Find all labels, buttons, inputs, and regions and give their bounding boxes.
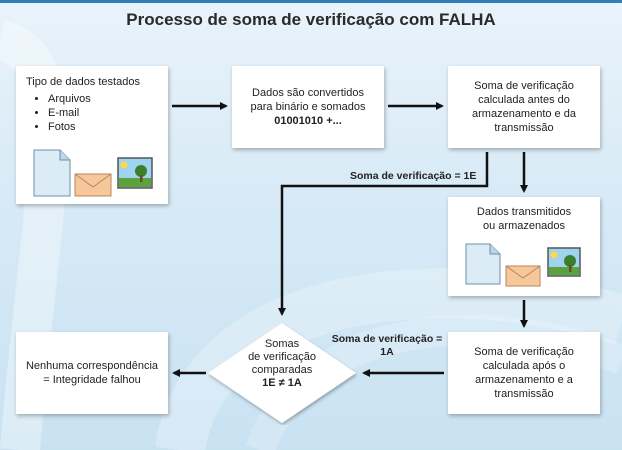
transmitted-line: ou armazenados bbox=[483, 220, 565, 232]
data-type-item: Arquivos bbox=[48, 92, 91, 106]
checksum-after-line: Soma de verificação bbox=[474, 346, 574, 358]
arrow-before-to-diamond bbox=[278, 152, 489, 316]
result-line: Nenhuma correspondência bbox=[25, 360, 159, 372]
document-icon bbox=[33, 149, 71, 197]
page-title: Processo de soma de verificação com FALH… bbox=[126, 10, 496, 29]
compare-diamond bbox=[208, 323, 356, 423]
checksum-1a-label: Soma de verificação = 1A bbox=[328, 333, 446, 359]
checksum-before-line: calculada antes do bbox=[478, 94, 570, 106]
data-type-item: Fotos bbox=[48, 120, 91, 134]
checksum-after-line: armazenamento e a bbox=[475, 374, 573, 386]
document-icon bbox=[465, 243, 501, 285]
checksum-before-line: Soma de verificação bbox=[474, 80, 574, 92]
checksum-before-line: armazenamento e da bbox=[472, 108, 576, 120]
result-line: = Integridade falhou bbox=[43, 374, 141, 386]
top-accent-bar bbox=[0, 0, 622, 3]
checksum-1a-value: 1A bbox=[380, 346, 394, 358]
transmitted-line: Dados transmitidos bbox=[476, 206, 572, 218]
photo-icon bbox=[547, 247, 581, 277]
checksum-before-line: transmissão bbox=[494, 122, 554, 134]
checksum-before-box: Soma de verificação calculada antes do a… bbox=[448, 66, 600, 148]
checksum-after-line: transmissão bbox=[494, 388, 554, 400]
checksum-after-line: calculada após o bbox=[482, 360, 566, 372]
binary-sum: 01001010 +... bbox=[274, 115, 342, 127]
compare-line: Somas bbox=[264, 338, 300, 350]
data-types-icons bbox=[33, 149, 153, 197]
data-types-list: Arquivos E-mail Fotos bbox=[26, 92, 91, 134]
checksum-1e-label: Soma de verificação = 1E bbox=[350, 170, 477, 182]
data-type-item: E-mail bbox=[48, 106, 91, 120]
convert-box: Dados são convertidos para binário e som… bbox=[232, 66, 384, 148]
convert-text-line: Dados são convertidos bbox=[252, 87, 364, 99]
envelope-icon bbox=[505, 265, 541, 287]
data-types-heading: Tipo de dados testados bbox=[26, 76, 140, 88]
compare-result: 1E ≠ 1A bbox=[262, 377, 302, 389]
transmitted-icons bbox=[465, 243, 581, 287]
checksum-after-box: Soma de verificação calculada após o arm… bbox=[448, 332, 600, 414]
compare-diamond-text: Somas de verificação comparadas 1E ≠ 1A bbox=[236, 338, 328, 390]
envelope-icon bbox=[74, 173, 112, 197]
convert-text-line: para binário e somados bbox=[250, 101, 366, 113]
photo-icon bbox=[117, 157, 153, 189]
result-box: Nenhuma correspondência = Integridade fa… bbox=[16, 332, 168, 414]
compare-line: de verificação bbox=[248, 351, 316, 363]
compare-line: comparadas bbox=[251, 364, 313, 376]
checksum-1a-line: Soma de verificação = bbox=[331, 333, 443, 345]
